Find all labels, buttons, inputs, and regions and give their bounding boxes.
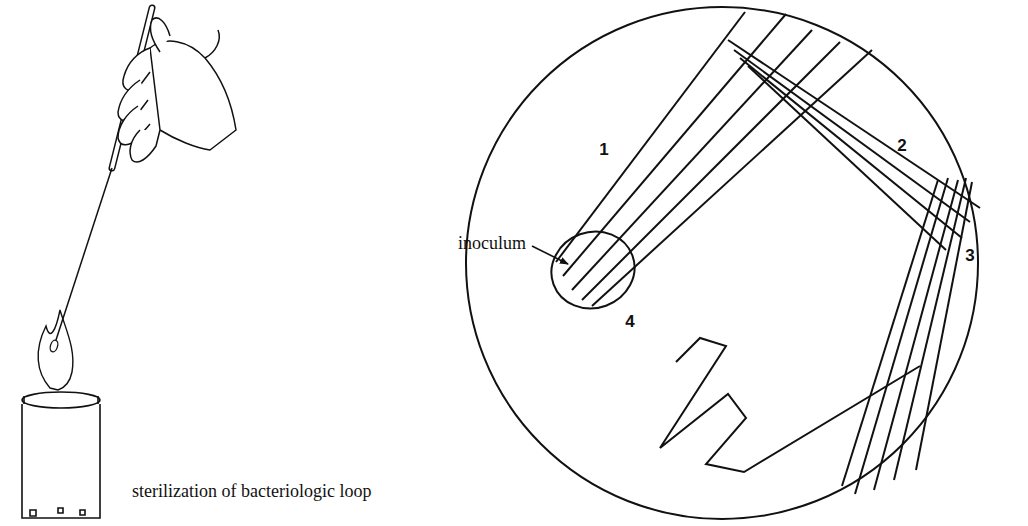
callout-number: 2: [897, 137, 906, 156]
leader-arrow: [532, 246, 568, 264]
flame: [38, 310, 73, 390]
callout-number: 4: [625, 313, 634, 332]
bacteriologic-loop: [49, 8, 152, 353]
streak-lines: [556, 12, 980, 494]
hand: [118, 18, 236, 162]
part-label: inoculum: [458, 234, 526, 254]
callout-number: 3: [965, 247, 974, 266]
callout-number: 1: [599, 141, 608, 160]
burner: [22, 392, 100, 518]
caption-label: sterilization of bacteriologic loop: [132, 482, 371, 502]
petri-dish: [466, 7, 978, 519]
